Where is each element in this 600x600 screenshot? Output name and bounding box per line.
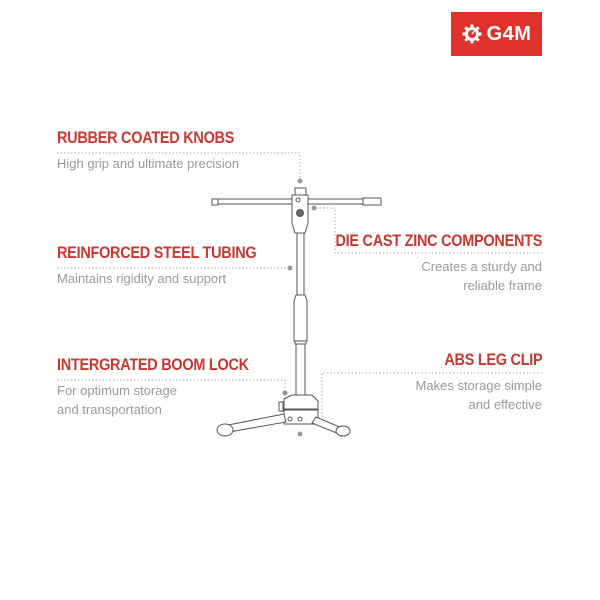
feature-intergrated-boom-lock: INTERGRATED BOOM LOCK For optimum storag… xyxy=(57,355,283,419)
feature-title: ABS LEG CLIP xyxy=(443,350,542,369)
feature-desc: and transportation xyxy=(57,402,162,417)
feature-desc: Maintains rigidity and support xyxy=(57,271,227,286)
logo-text: G4M xyxy=(486,22,532,45)
feature-title: REINFORCED STEEL TUBING xyxy=(57,243,257,262)
feature-desc: Creates a sturdy and xyxy=(421,259,542,274)
feature-title: RUBBER COATED KNOBS xyxy=(57,128,235,147)
feature-desc: For optimum storage xyxy=(57,383,177,398)
feature-reinforced-steel-tubing: REINFORCED STEEL TUBING Maintains rigidi… xyxy=(57,243,292,288)
feature-desc: Makes storage simple xyxy=(415,378,542,393)
gear-gauge-icon xyxy=(462,24,482,44)
feature-desc: High grip and ultimate precision xyxy=(57,156,240,171)
feature-rubber-coated-knobs: RUBBER COATED KNOBS High grip and ultima… xyxy=(57,128,265,173)
feature-desc: reliable frame xyxy=(463,278,542,293)
feature-title: INTERGRATED BOOM LOCK xyxy=(57,355,249,374)
brand-logo: G4M xyxy=(451,12,542,56)
feature-title: DIE CAST ZINC COMPONENTS xyxy=(335,231,542,250)
feature-desc: and effective xyxy=(468,397,542,412)
feature-die-cast-zinc-components: DIE CAST ZINC COMPONENTS Creates a sturd… xyxy=(299,231,542,295)
feature-abs-leg-clip: ABS LEG CLIP Makes storage simple and ef… xyxy=(415,350,543,414)
